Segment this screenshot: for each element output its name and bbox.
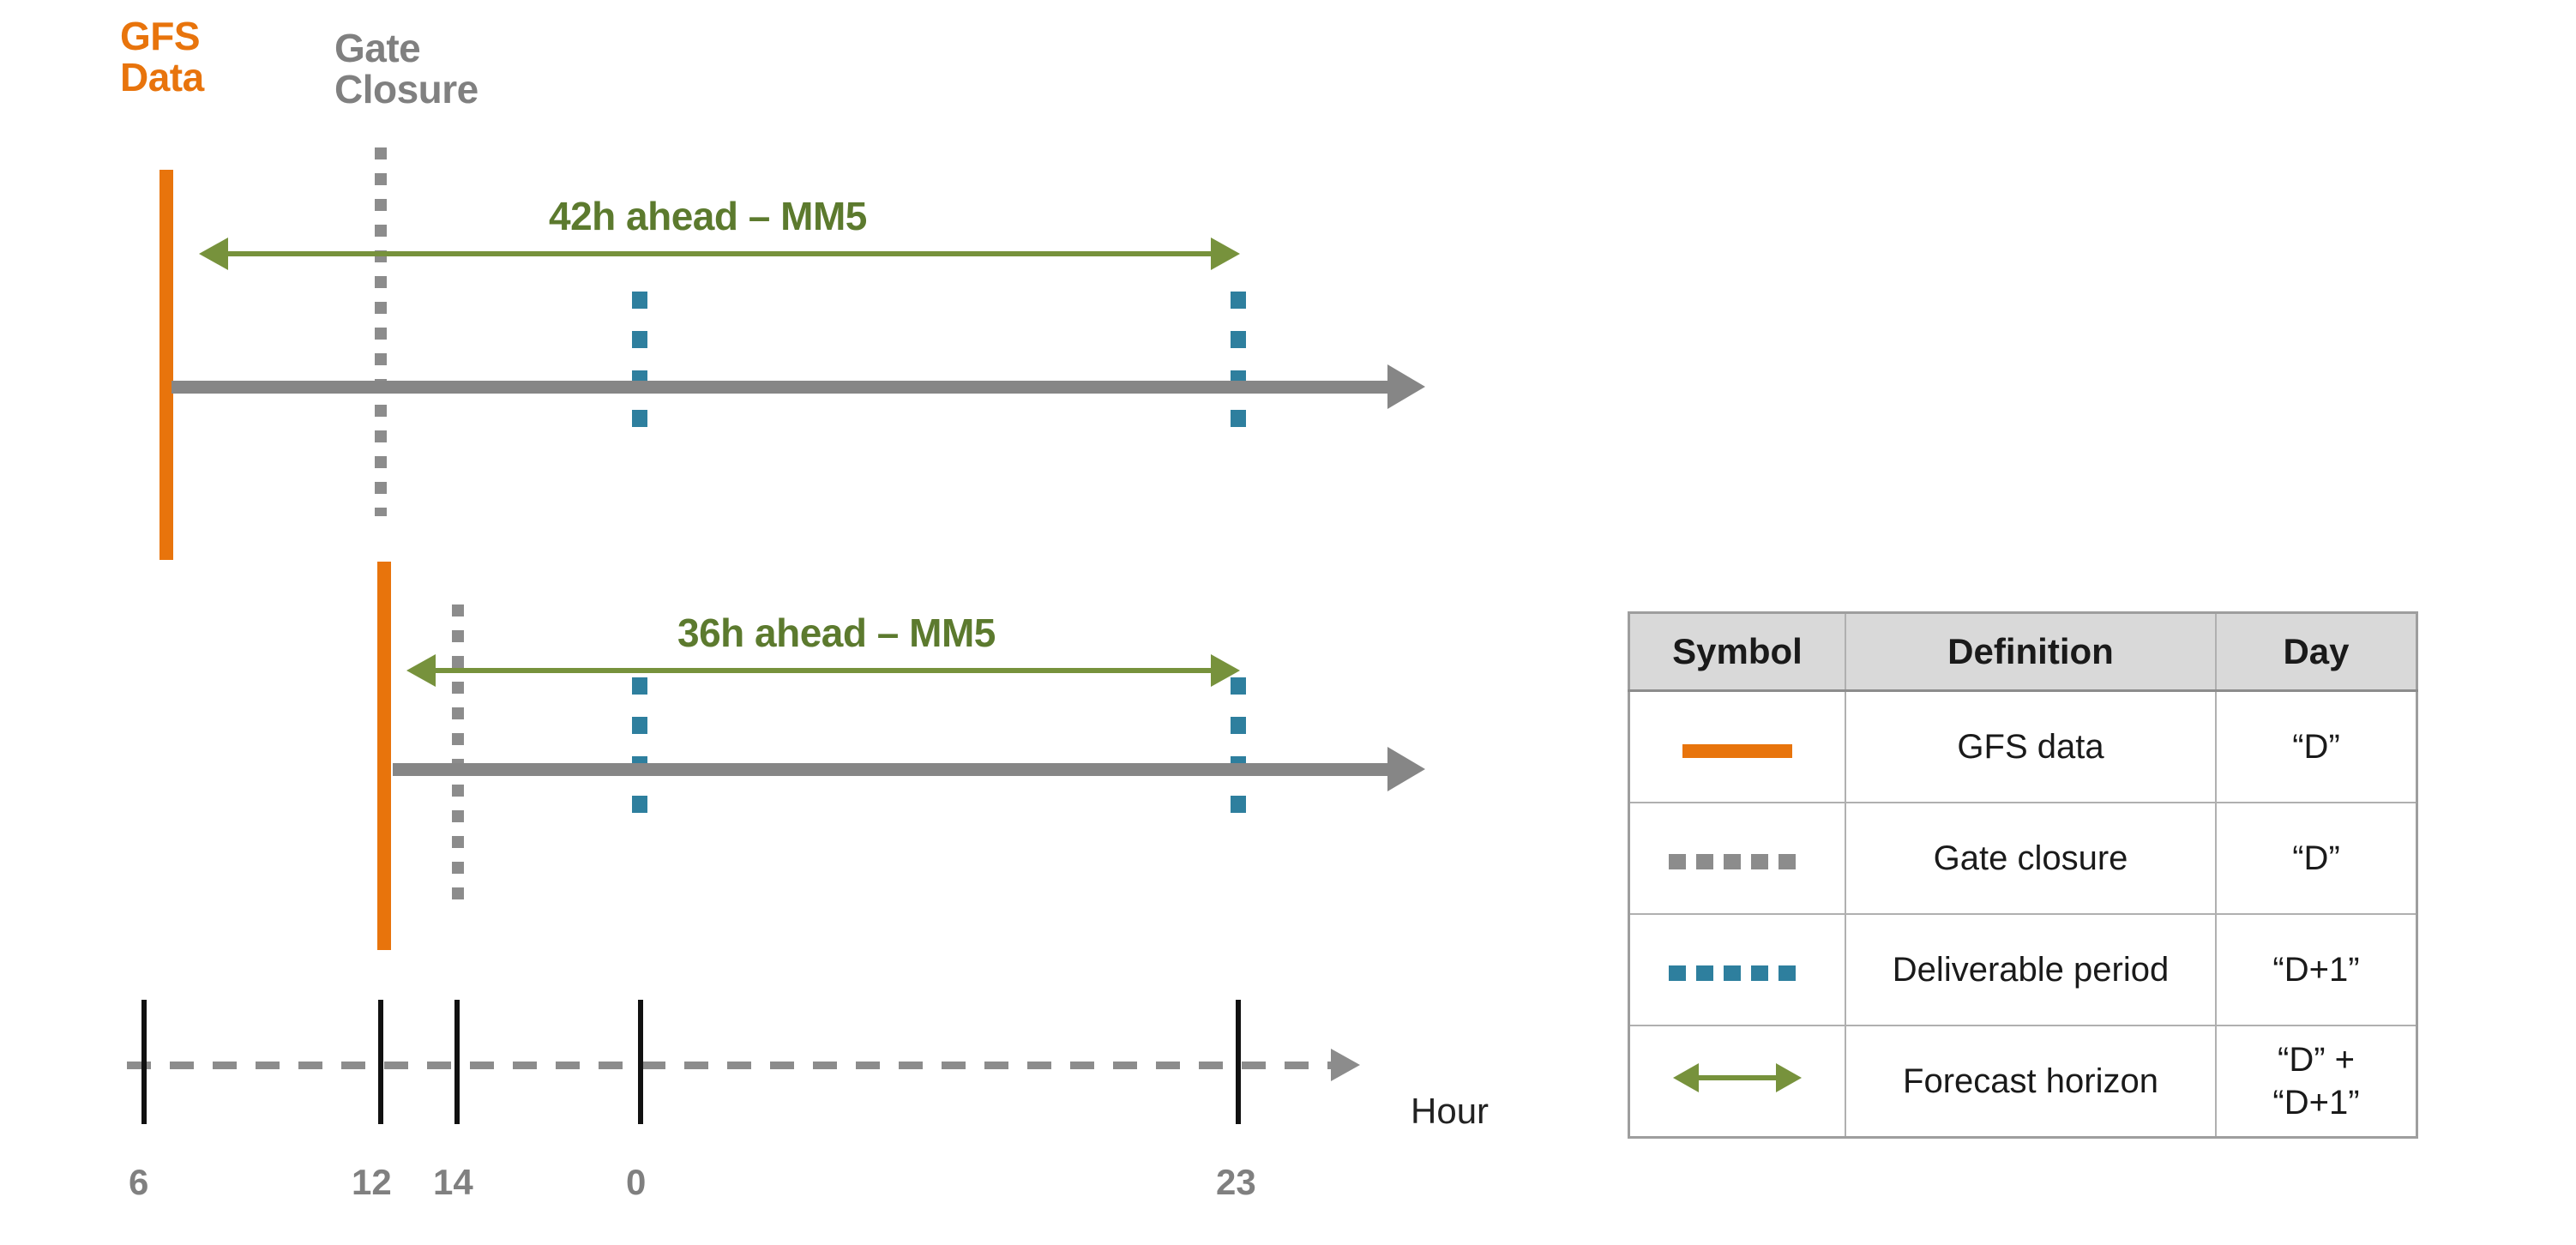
forecast-horizon-label-row2: 36h ahead – MM5 <box>677 610 996 655</box>
forecast-line-row2 <box>434 668 1213 673</box>
legend-symbol-cell <box>1628 913 1846 1026</box>
hour-axis-ticklabel-14: 14 <box>433 1162 473 1202</box>
legend-symbol-cell <box>1628 689 1846 803</box>
timeline-arrow-row1 <box>1387 364 1425 409</box>
legend-header-day: Day <box>2215 611 2418 692</box>
hour-axis-ticklabel-12: 12 <box>352 1162 392 1202</box>
gate-closure-label: Gate Closure <box>334 26 478 112</box>
hour-axis-line <box>127 1062 1332 1069</box>
legend-symbol-cell <box>1628 802 1846 915</box>
legend-definition-gate-closure: Gate closure <box>1845 802 2217 915</box>
hour-axis-ticklabel-6: 6 <box>129 1162 149 1202</box>
forecast-horizon-label-row1: 42h ahead – MM5 <box>549 194 867 238</box>
legend-header-row: Symbol Definition Day <box>1628 611 2418 692</box>
forecast-arrow-left-row2 <box>406 654 436 687</box>
orange-solid-line-icon <box>1682 743 1792 758</box>
gray-dotted-line-icon <box>1669 853 1806 869</box>
hour-axis-tick-23 <box>1236 1000 1241 1124</box>
hour-axis-ticklabel-0: 0 <box>626 1162 647 1202</box>
legend-definition-forecast-horizon: Forecast horizon <box>1845 1025 2217 1139</box>
timeline-bar-row2 <box>393 763 1389 776</box>
gate-closure-dotted-line-row2 <box>452 604 464 909</box>
gfs-data-bar-row2 <box>377 562 391 950</box>
deliverable-dotted-line-row2-end <box>1231 677 1246 821</box>
hour-axis-tick-12 <box>378 1000 383 1124</box>
hour-axis-ticklabel-23: 23 <box>1216 1162 1256 1202</box>
forecast-line-row1 <box>226 251 1213 256</box>
hour-axis-tick-6 <box>141 1000 147 1124</box>
legend-header-symbol: Symbol <box>1628 611 1846 692</box>
gfs-data-bar-row1 <box>159 170 173 560</box>
legend-row-gate-closure: Gate closure “D” <box>1628 802 2418 915</box>
deliverable-dotted-line-row2-start <box>632 677 647 821</box>
legend-row-forecast-horizon: Forecast horizon “D” + “D+1” <box>1628 1025 2418 1139</box>
forecast-arrow-left-row1 <box>199 238 228 270</box>
legend-table: Symbol Definition Day GFS data “D” Gate … <box>1628 611 2418 1139</box>
legend-symbol-cell <box>1628 1025 1846 1139</box>
legend-header-definition: Definition <box>1845 611 2217 692</box>
legend-row-deliverable-period: Deliverable period “D+1” <box>1628 913 2418 1026</box>
hour-axis-unit-label: Hour <box>1411 1091 1490 1131</box>
hour-axis-tick-14 <box>454 1000 460 1124</box>
legend-day-deliverable-period: “D+1” <box>2215 913 2418 1026</box>
timeline-arrow-row2 <box>1387 747 1425 791</box>
deliverable-dotted-line-row1-start <box>632 292 647 436</box>
legend-definition-deliverable-period: Deliverable period <box>1845 913 2217 1026</box>
legend-day-forecast-horizon: “D” + “D+1” <box>2215 1025 2418 1139</box>
hour-axis-arrow <box>1331 1049 1360 1081</box>
legend-day-gfs-data: “D” <box>2215 689 2418 803</box>
deliverable-dotted-line-row1-end <box>1231 292 1246 436</box>
forecast-arrow-right-row1 <box>1211 238 1240 270</box>
legend-day-gate-closure: “D” <box>2215 802 2418 915</box>
legend-definition-gfs-data: GFS data <box>1845 689 2217 803</box>
green-double-arrow-icon <box>1673 1062 1802 1092</box>
blue-dotted-line-icon <box>1669 965 1806 981</box>
gate-closure-dotted-line-row1 <box>375 147 387 516</box>
forecast-arrow-right-row2 <box>1211 654 1240 687</box>
timeline-bar-row1 <box>172 381 1389 394</box>
gfs-data-label: GFS Data <box>120 14 204 100</box>
hour-axis-tick-0 <box>638 1000 643 1124</box>
legend-row-gfs-data: GFS data “D” <box>1628 689 2418 803</box>
